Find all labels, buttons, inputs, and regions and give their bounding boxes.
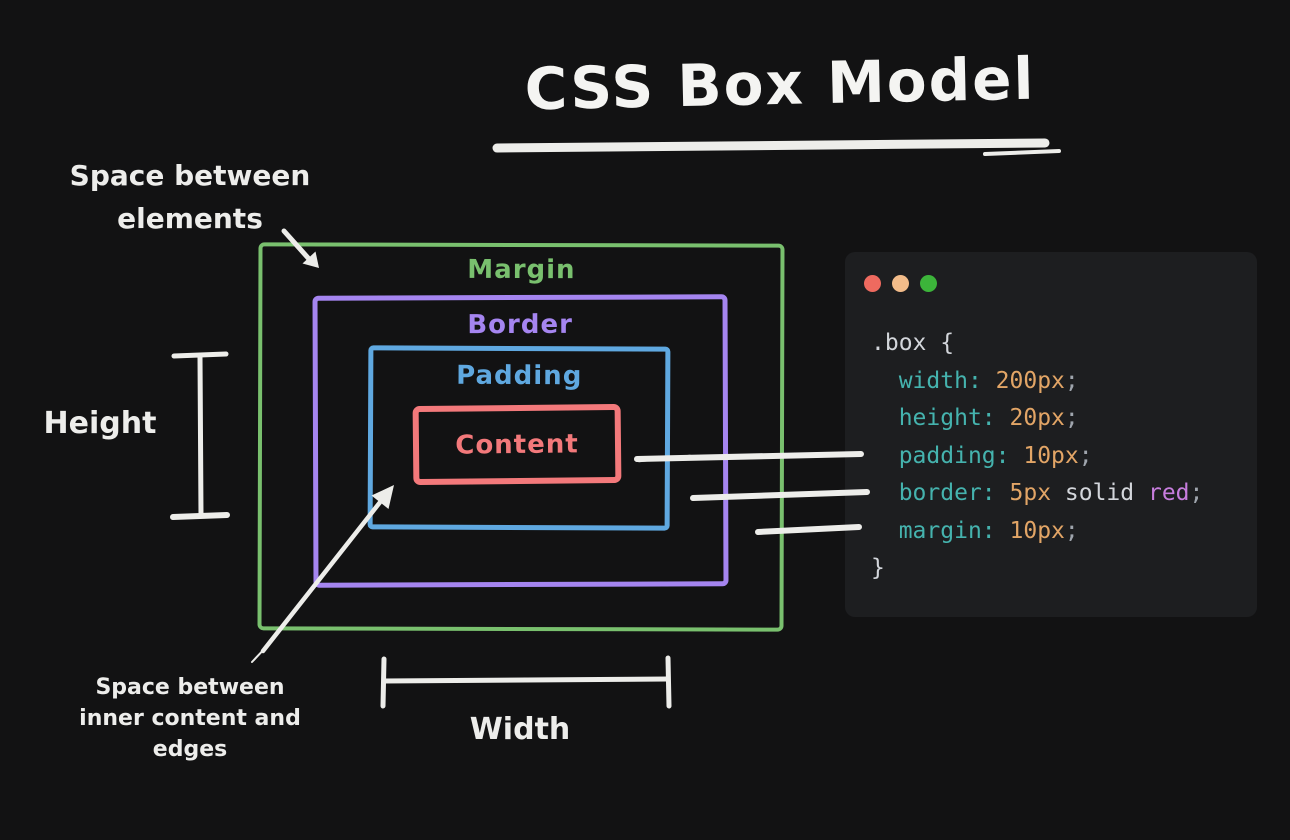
border-box-label: Border bbox=[467, 309, 573, 341]
margin-note-line2: elements bbox=[117, 202, 263, 235]
padding-note-line3: edges bbox=[152, 737, 228, 762]
code-line: padding: 10px; bbox=[898, 442, 1093, 469]
title-underline bbox=[492, 138, 1050, 153]
padding-box-label: Padding bbox=[456, 360, 583, 392]
height-measure-bottom-cap bbox=[170, 512, 230, 520]
margin-note-line1: Space between bbox=[69, 159, 311, 192]
code-line: width: 200px; bbox=[898, 367, 1079, 394]
minimize-window-icon bbox=[892, 275, 909, 292]
height-measure-top-cap bbox=[171, 351, 229, 359]
code-lines: .box { width: 200px; height: 20px; paddi… bbox=[871, 325, 1203, 588]
code-line: border: 5px solid red; bbox=[898, 480, 1204, 506]
code-panel: .box { width: 200px; height: 20px; paddi… bbox=[845, 252, 1257, 617]
height-measure-line bbox=[170, 351, 230, 520]
code-line: margin: 10px; bbox=[898, 517, 1079, 544]
code-line: .box { bbox=[871, 330, 955, 356]
width-measure-right-cap bbox=[665, 655, 672, 709]
height-label: Height bbox=[43, 406, 157, 441]
width-measure-line bbox=[380, 655, 672, 709]
padding-arrow-tail bbox=[251, 644, 269, 663]
width-measure-left-cap bbox=[380, 656, 387, 709]
content-box: Content bbox=[412, 403, 622, 486]
close-window-icon bbox=[864, 275, 881, 292]
padding-note-line2: inner content and bbox=[79, 706, 301, 731]
width-label: Width bbox=[469, 712, 571, 747]
margin-note: Space between elements bbox=[40, 154, 340, 240]
maximize-window-icon bbox=[920, 275, 937, 292]
code-line: height: 20px; bbox=[898, 405, 1079, 431]
padding-note: Space between inner content and edges bbox=[70, 672, 310, 765]
width-measure-shaft bbox=[381, 676, 671, 684]
padding-note-line1: Space between bbox=[95, 675, 285, 700]
height-measure-shaft bbox=[197, 354, 204, 518]
title-underline-flourish bbox=[983, 149, 1061, 156]
window-controls bbox=[864, 275, 937, 292]
margin-box-label: Margin bbox=[467, 254, 576, 286]
page-title: CSS Box Model bbox=[523, 44, 1037, 124]
content-box-label: Content bbox=[455, 428, 579, 461]
code-line: } bbox=[871, 555, 885, 581]
